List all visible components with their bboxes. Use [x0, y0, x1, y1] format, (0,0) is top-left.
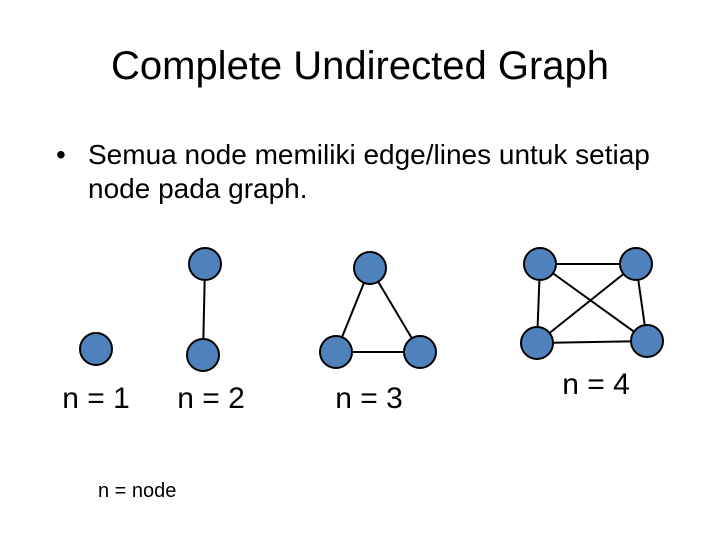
- graph-n3: n = 3: [319, 251, 437, 415]
- bullet-point: • Semua node memiliki edge/lines untuk s…: [56, 138, 676, 206]
- graph-label: n = 2: [177, 382, 245, 415]
- graph-edge: [536, 340, 648, 344]
- graph-label: n = 3: [335, 382, 403, 415]
- slide-title: Complete Undirected Graph: [110, 44, 610, 88]
- graph-node: [403, 335, 437, 369]
- graph-label: n = 4: [562, 368, 630, 401]
- bullet-text: Semua node memiliki edge/lines untuk set…: [88, 139, 650, 204]
- footnote: n = node: [98, 480, 177, 502]
- graph-node: [523, 247, 557, 281]
- graph-edge: [539, 263, 648, 342]
- graph-node: [619, 247, 653, 281]
- graph-node: [319, 335, 353, 369]
- graph-node: [188, 247, 222, 281]
- graph-node: [186, 338, 220, 372]
- graph-node: [630, 324, 664, 358]
- graph-label: n = 1: [62, 382, 130, 415]
- graph-node: [353, 251, 387, 285]
- graph-n2: n = 2: [177, 247, 245, 415]
- graph-node: [79, 332, 113, 366]
- graph-n4: n = 4: [520, 247, 664, 401]
- graph-edge: [536, 263, 637, 344]
- graph-node: [520, 326, 554, 360]
- bullet-dot-icon: •: [56, 139, 66, 170]
- graph-n1: n = 1: [62, 332, 130, 415]
